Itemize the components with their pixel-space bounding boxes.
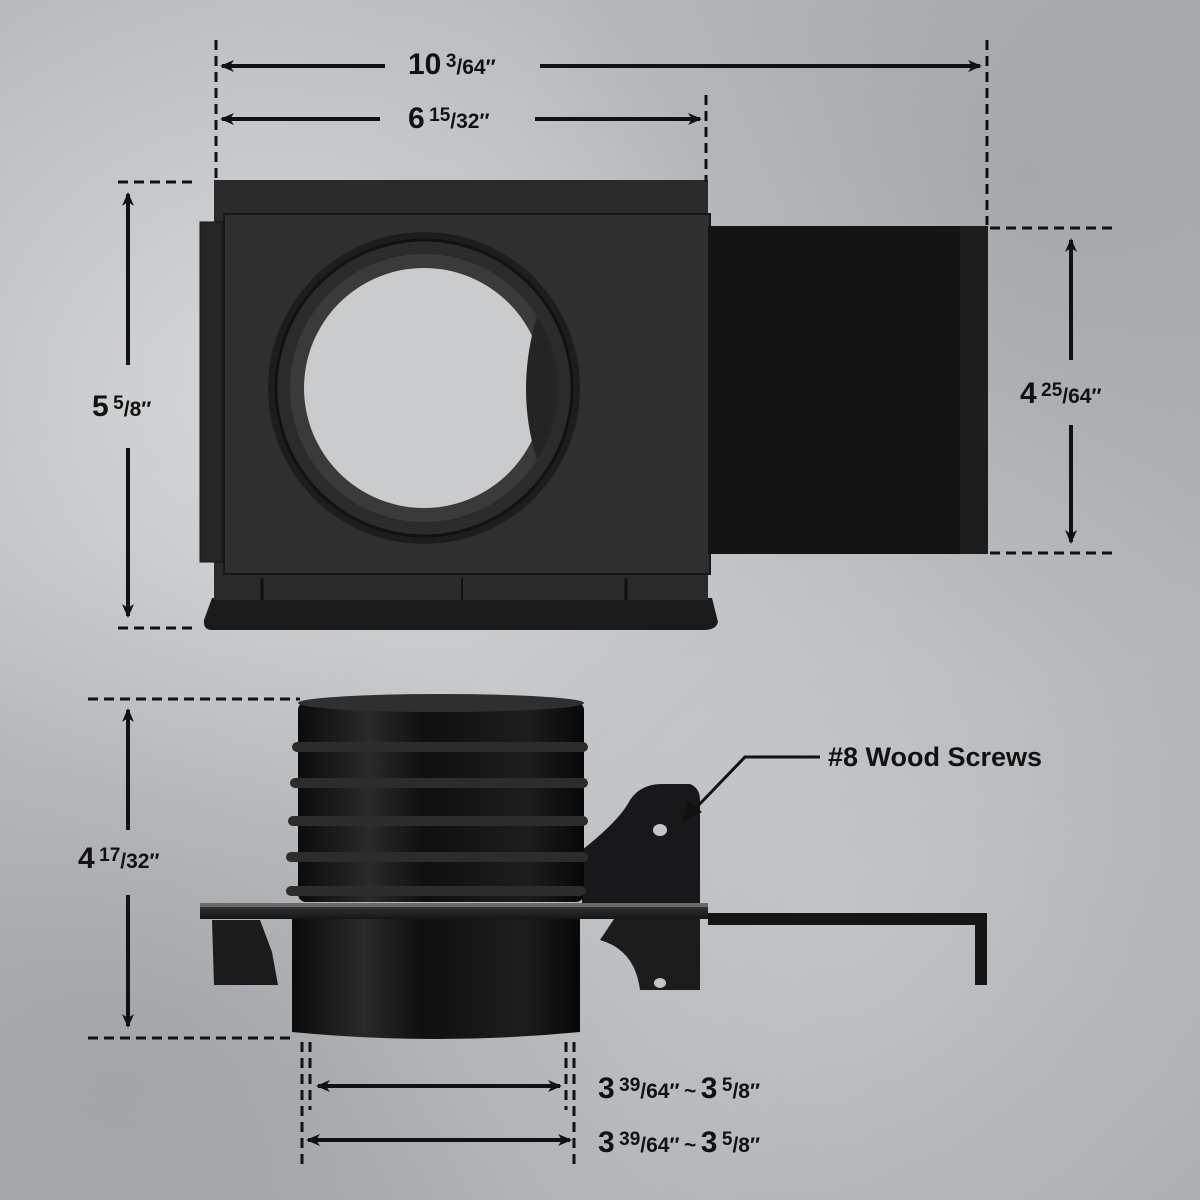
wood-screws-callout: #8 Wood Screws xyxy=(828,742,1043,772)
gate-height-label: 4 25/64″ xyxy=(1020,377,1102,410)
port-height-label: 4 17/32″ xyxy=(78,842,160,875)
overall-width-label: 10 3/64″ xyxy=(408,48,496,81)
top-view-product xyxy=(199,180,988,630)
side-view-product xyxy=(200,694,987,1039)
diameter-upper-label: 3 39/64″ ~ 3 5/8″ xyxy=(598,1072,761,1105)
body-width-label: 6 15/32″ xyxy=(408,102,490,135)
dimension-lines xyxy=(88,40,1115,1165)
body-height-label: 5 5/8″ xyxy=(92,390,152,423)
diameter-lower-label: 3 39/64″ ~ 3 5/8″ xyxy=(598,1126,761,1159)
